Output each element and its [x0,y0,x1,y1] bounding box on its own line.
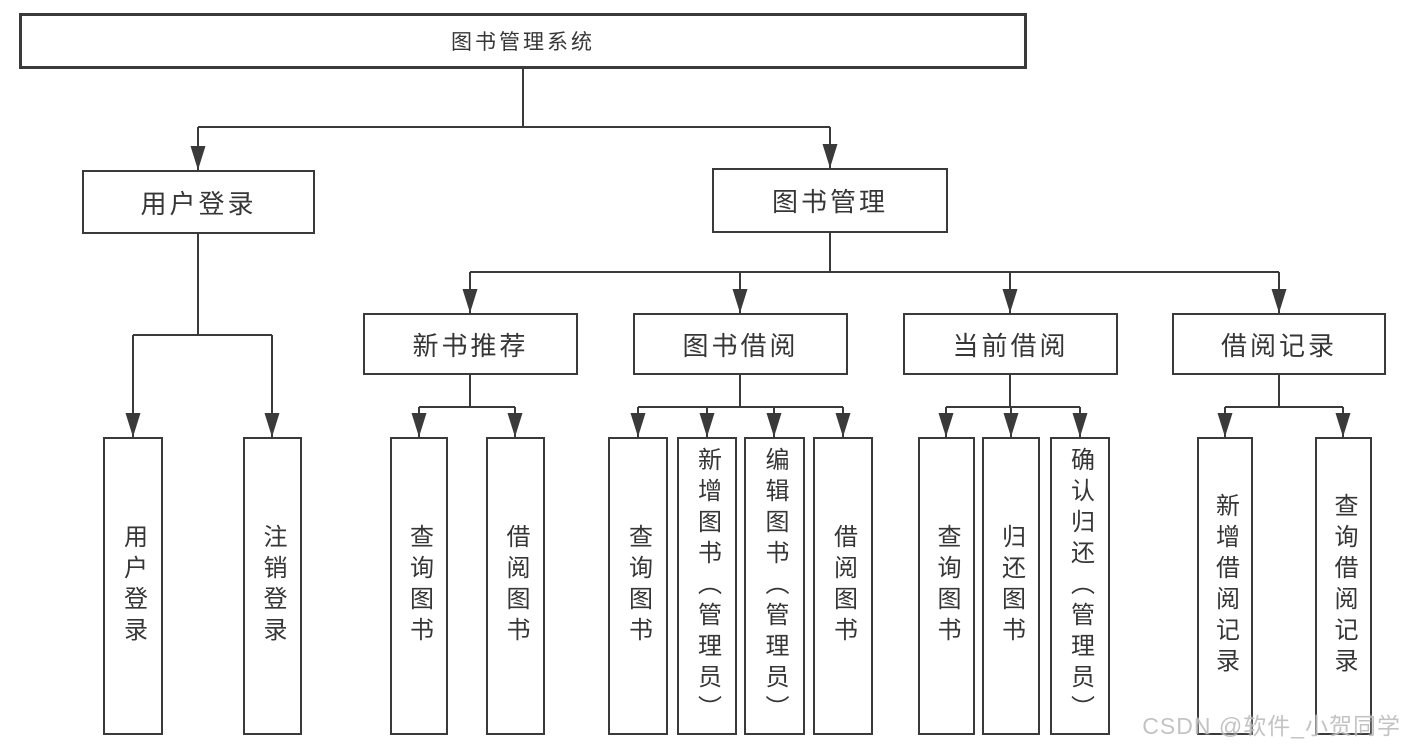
leaf-add-borrow-record: 新增借阅记录 [1197,437,1253,735]
leaf-borrow-books: 借阅图书 [813,437,873,735]
arrow-down-icon [766,413,782,437]
connector-path [132,69,1344,437]
arrow-down-icon [1072,413,1088,437]
leaf-query-books-borrow: 查询图书 [608,437,668,735]
arrow-down-icon [1217,413,1233,437]
leaf-add-book-admin: 新增图书（管理员） [677,437,737,735]
arrow-down-icon [507,413,523,437]
arrow-down-icon [264,413,280,437]
arrow-down-icon [190,146,206,170]
leaf-return-books: 归还图书 [982,437,1040,735]
arrow-down-icon [938,413,954,437]
arrow-down-icon [462,289,478,313]
leaf-edit-book-admin: 编辑图书（管理员） [744,437,805,735]
leaf-query-books-recommend: 查询图书 [390,437,448,735]
node-borrow-records: 借阅记录 [1172,313,1386,375]
arrow-down-icon [699,413,715,437]
leaf-confirm-return-admin: 确认归还（管理员） [1050,437,1110,735]
arrow-down-icon [1002,289,1018,313]
leaf-logout: 注销登录 [243,437,302,735]
node-book-borrow: 图书借阅 [633,313,848,375]
arrowheads [125,144,1351,437]
leaf-borrow-books-recommend: 借阅图书 [486,437,545,735]
leaf-user-login: 用户登录 [103,437,163,735]
watermark: CSDN @软件_小贺同学 [1142,713,1401,739]
arrow-down-icon [822,144,838,168]
node-new-book-recommend: 新书推荐 [363,313,578,375]
arrow-down-icon [630,413,646,437]
arrow-down-icon [125,413,141,437]
node-book-management-system: 图书管理系统 [19,13,1027,69]
leaf-query-borrow-record: 查询借阅记录 [1315,437,1372,735]
arrow-down-icon [835,413,851,437]
node-book-management: 图书管理 [712,168,948,233]
arrow-down-icon [1335,413,1351,437]
arrow-down-icon [1271,289,1287,313]
arrow-down-icon [732,289,748,313]
arrow-down-icon [1003,413,1019,437]
leaf-query-books-current: 查询图书 [918,437,975,735]
node-current-borrow: 当前借阅 [903,313,1118,375]
arrow-down-icon [411,413,427,437]
node-user-login: 用户登录 [82,170,315,234]
